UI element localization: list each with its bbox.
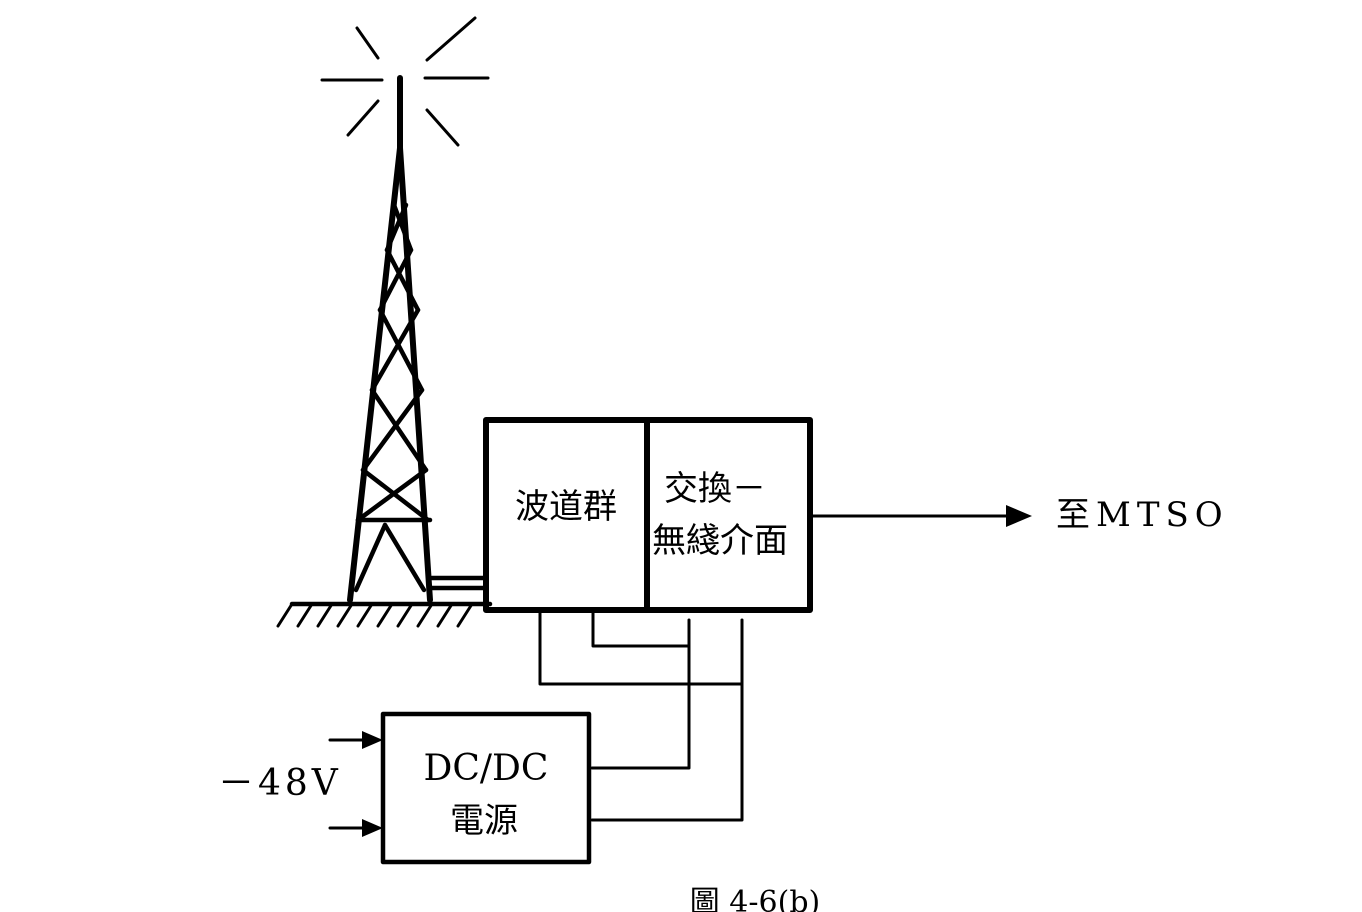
dcdc-power-box [380, 711, 592, 865]
power-wiring [538, 608, 744, 822]
input-voltage-label: －48V [218, 763, 342, 804]
antenna-tower [347, 75, 433, 603]
power-label-line1: DC/DC [424, 748, 549, 789]
output-arrow [808, 505, 1032, 527]
power-label-line2: 電源 [450, 801, 518, 841]
interface-label-line2: 無綫介面 [652, 521, 788, 561]
interface-label-line1: 交換－ [664, 469, 766, 509]
antenna-signal-icon [320, 16, 490, 147]
feeder-cable [429, 575, 489, 591]
input-arrows [328, 731, 383, 837]
channel-group-label: 波道群 [515, 487, 617, 527]
ground-symbol [276, 601, 493, 628]
figure-caption: 圖 4-6(b) [690, 885, 820, 912]
mtso-label: 至MTSO [1056, 495, 1229, 535]
